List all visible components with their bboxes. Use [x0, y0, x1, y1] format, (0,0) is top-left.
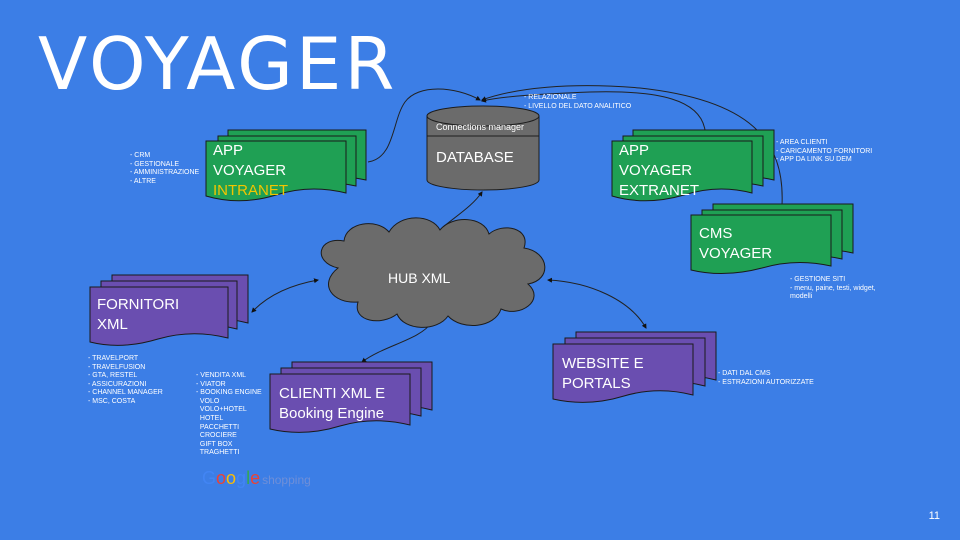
fornitori-line1: FORNITORI: [97, 296, 180, 313]
fornitori-node: [89, 274, 249, 346]
fornitori-note: - TRAVELPORT - TRAVELFUSION - GTA, RESTE…: [88, 355, 163, 405]
intranet-line1: APP: [213, 142, 244, 159]
website-label: WEBSITE E PORTALS: [562, 354, 644, 394]
website-node: [552, 331, 717, 403]
connector-hub-fornitori: [251, 278, 319, 313]
hub-label: HUB XML: [388, 270, 451, 286]
website-line1: WEBSITE E: [562, 355, 644, 372]
intranet-note: - CRM - GESTIONALE - AMMINISTRAZIONE - A…: [130, 152, 200, 185]
connectors: [251, 85, 783, 363]
extranet-note: - AREA CLIENTI - CARICAMENTO FORNITORI -…: [776, 139, 873, 164]
intranet-label: APP VOYAGER INTRANET: [213, 141, 288, 201]
clienti-node: [269, 361, 433, 433]
cms-note: - GESTIONE SITI - menu, paine, testi, wi…: [790, 276, 876, 301]
extranet-line3: EXTRANET: [619, 182, 700, 199]
database-label: DATABASE: [436, 149, 514, 166]
fornitori-line2: XML: [97, 316, 128, 333]
cms-node: [690, 203, 854, 275]
database-node: [426, 105, 540, 191]
clienti-line1: CLIENTI XML E: [279, 385, 386, 402]
extranet-line1: APP: [619, 142, 650, 159]
clienti-line2: Booking Engine: [279, 405, 385, 422]
cms-line2: VOYAGER: [699, 245, 773, 262]
connector-cms-db: [481, 85, 783, 206]
slide-title: VOYAGER: [38, 22, 398, 106]
extranet-line2: VOYAGER: [619, 162, 693, 179]
shopping-word: shopping: [262, 473, 311, 487]
cms-line1: CMS: [699, 225, 733, 242]
cms-label: CMS VOYAGER: [699, 224, 772, 264]
hub-cloud-node: [320, 217, 546, 328]
intranet-line2: VOYAGER: [213, 162, 287, 179]
intranet-node: [205, 129, 367, 202]
clienti-note: - VENDITA XML - VIATOR - BOOKING ENGINE …: [196, 372, 262, 457]
website-note: - DATI DAL CMS - ESTRAZIONI AUTORIZZATE: [718, 370, 814, 386]
connector-hub-website: [547, 277, 647, 329]
extranet-label: APP VOYAGER EXTRANET: [619, 141, 699, 201]
page-number: 11: [928, 510, 940, 522]
database-header-label: Connections manager: [436, 122, 525, 132]
website-line2: PORTALS: [562, 375, 631, 392]
connector-extranet-db: [481, 91, 706, 131]
clienti-label: CLIENTI XML E Booking Engine: [279, 384, 385, 424]
connector-hub-clienti: [361, 321, 433, 363]
database-note: - RELAZIONALE - LIVELLO DEL DATO ANALITI…: [524, 94, 632, 110]
fornitori-label: FORNITORI XML: [97, 295, 179, 335]
extranet-node: [611, 129, 775, 202]
intranet-line3: INTRANET: [213, 182, 288, 199]
connector-intranet-db: [367, 88, 481, 163]
